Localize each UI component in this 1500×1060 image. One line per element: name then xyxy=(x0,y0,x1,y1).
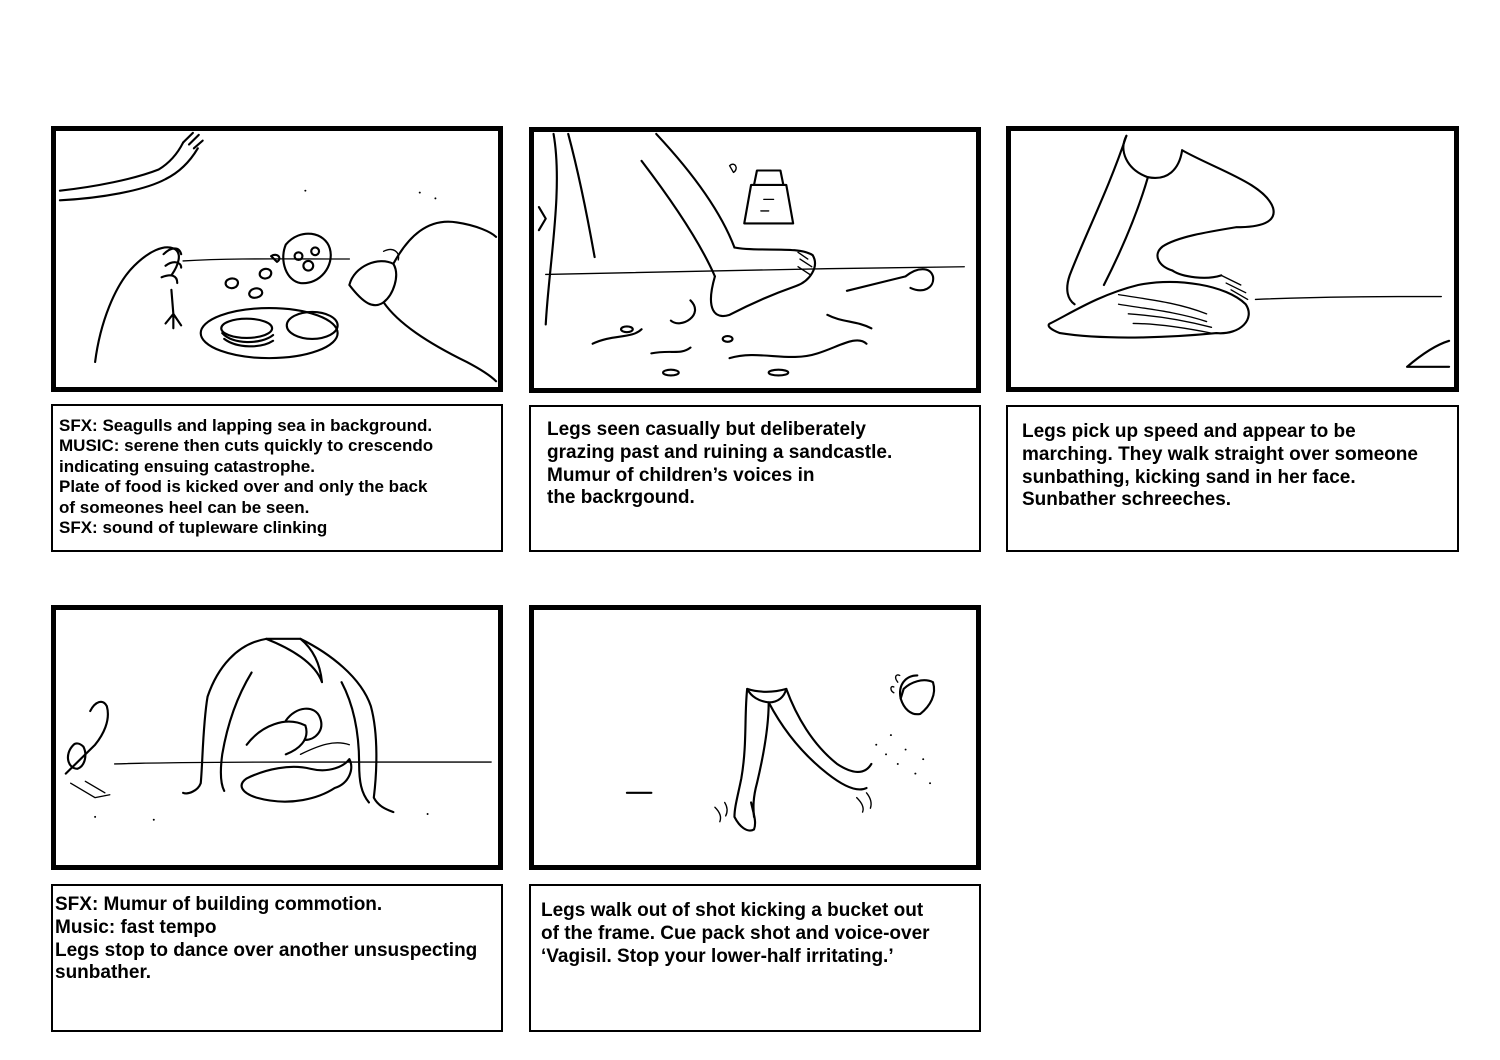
caption-line: indicating ensuing catastrophe. xyxy=(59,456,315,476)
caption-line: of the frame. Cue pack shot and voice-ov… xyxy=(541,922,930,944)
panel-2-caption: Legs seen casually but deliberately graz… xyxy=(529,405,981,552)
caption-line: Sunbather schreeches. xyxy=(1022,489,1232,511)
caption-line: Legs pick up speed and appear to be xyxy=(1022,421,1356,442)
caption-line: Music: fast tempo xyxy=(55,916,217,938)
caption-line: SFX: sound of tupleware clinking xyxy=(59,517,328,537)
caption-line: SFX: Mumur of building commotion. xyxy=(55,894,383,915)
panel-3-caption: Legs pick up speed and appear to be marc… xyxy=(1006,405,1459,552)
panel-4-caption: SFX: Mumur of building commotion. Music:… xyxy=(51,884,503,1032)
panel-5-caption: Legs walk out of shot kicking a bucket o… xyxy=(529,884,981,1032)
caption-line: sunbathing, kicking sand in her face. xyxy=(1022,466,1356,488)
caption-line: Mumur of children’s voices in xyxy=(547,464,815,486)
panel-5-frame xyxy=(529,605,981,870)
panel-2-illustration xyxy=(537,132,965,377)
caption-line: SFX: Seagulls and lapping sea in backgro… xyxy=(59,416,433,435)
panel-3-illustration xyxy=(1047,134,1451,368)
caption-line: Plate of food is kicked over and only th… xyxy=(59,477,428,497)
caption-line: grazing past and ruining a sandcastle. xyxy=(547,441,893,463)
panel-5-illustration xyxy=(625,674,936,832)
panel-4-frame xyxy=(51,605,503,870)
panel-1-illustration xyxy=(58,131,498,383)
caption-line: Legs seen casually but deliberately xyxy=(547,419,866,440)
panel-1-frame xyxy=(51,126,503,392)
panel-3-frame xyxy=(1006,126,1459,392)
caption-line: sunbather. xyxy=(55,962,152,984)
caption-line: of someones heel can be seen. xyxy=(59,497,310,517)
caption-line: MUSIC: serene then cuts quickly to cresc… xyxy=(59,436,434,456)
caption-line: Legs walk out of shot kicking a bucket o… xyxy=(541,900,924,921)
caption-line: Legs stop to dance over another unsuspec… xyxy=(55,939,478,961)
caption-line: ‘Vagisil. Stop your lower-half irritatin… xyxy=(541,945,894,967)
caption-line: the backrgound. xyxy=(547,487,695,509)
panel-1-caption: SFX: Seagulls and lapping sea in backgro… xyxy=(51,404,503,552)
panel-4-illustration xyxy=(64,637,492,821)
panel-2-frame xyxy=(529,127,981,393)
caption-line: marching. They walk straight over someon… xyxy=(1022,443,1418,465)
